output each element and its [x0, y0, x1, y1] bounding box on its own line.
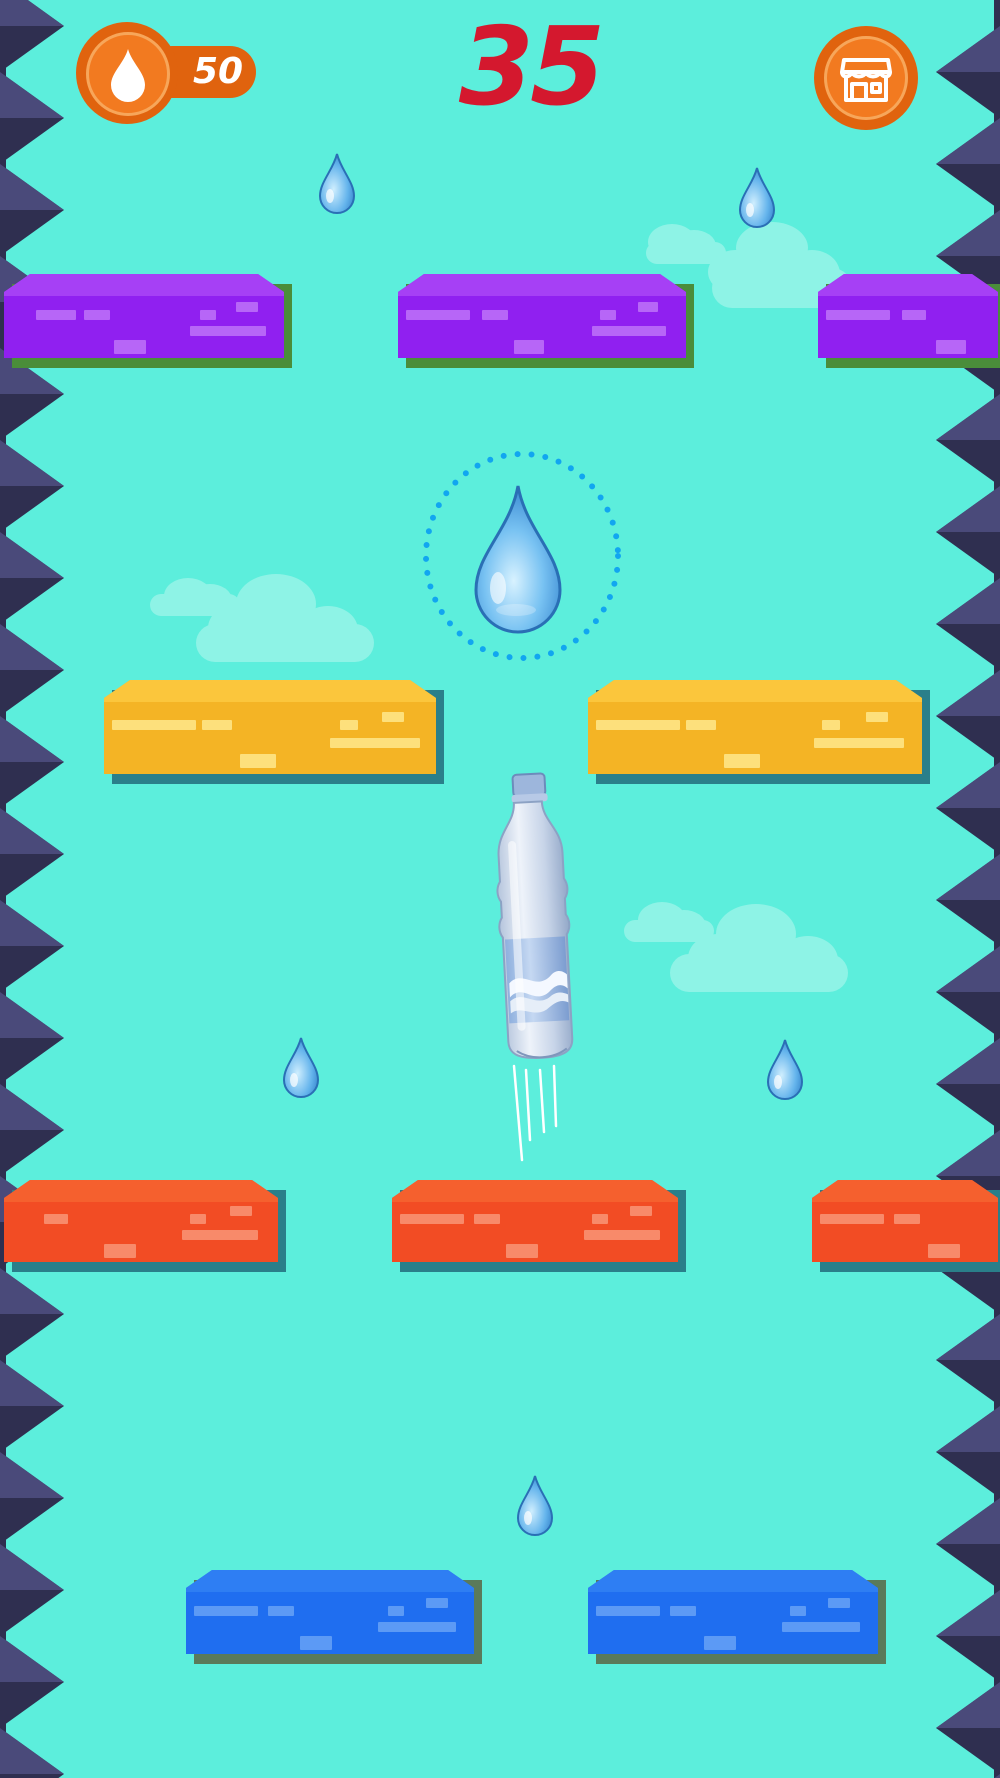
drop-counter-badge-inner	[86, 32, 170, 116]
spike-highlight	[0, 992, 64, 1038]
water-drop-icon	[111, 49, 145, 102]
spike-highlight	[936, 670, 1000, 716]
spike-highlight	[936, 1498, 1000, 1544]
drop-counter: 50	[76, 22, 260, 124]
spike-highlight	[936, 1314, 1000, 1360]
yellow-platform	[104, 680, 444, 784]
spike-highlight	[0, 1636, 64, 1682]
score: 35	[458, 5, 605, 130]
spike-highlight	[0, 900, 64, 946]
spike-highlight	[0, 440, 64, 486]
spike	[994, 1774, 1000, 1778]
cloud	[646, 222, 852, 308]
spike-highlight	[936, 394, 1000, 440]
red-platform	[812, 1180, 1000, 1272]
yellow-platform	[588, 680, 930, 784]
spike-highlight	[936, 946, 1000, 992]
right-spike-wall	[936, 0, 1000, 1778]
spike-highlight	[936, 1590, 1000, 1636]
spike-highlight	[936, 486, 1000, 532]
cloud	[150, 574, 374, 662]
spike-highlight	[0, 624, 64, 670]
spike-highlight	[0, 1268, 64, 1314]
red-platform	[392, 1180, 686, 1272]
spike-highlight	[936, 578, 1000, 624]
spike-highlight	[936, 1682, 1000, 1728]
spike-highlight	[0, 1728, 64, 1774]
blue-platform	[186, 1570, 482, 1664]
spike-highlight	[936, 26, 1000, 72]
water-drop-icon[interactable]	[764, 1038, 806, 1100]
bonus-water-drop-icon[interactable]	[420, 450, 624, 664]
spike-highlight	[0, 1544, 64, 1590]
spike-highlight	[0, 164, 64, 210]
spike-highlight	[0, 1452, 64, 1498]
water-bottle-player	[496, 772, 574, 1162]
red-platform	[4, 1180, 286, 1272]
left-spike-wall	[0, 0, 64, 1778]
water-drop-icon[interactable]	[736, 166, 778, 228]
drop-count: 50	[192, 51, 244, 92]
spike-highlight	[0, 72, 64, 118]
spike-highlight	[936, 762, 1000, 808]
store-icon	[840, 58, 892, 102]
cloud	[624, 902, 848, 992]
spike-highlight	[0, 532, 64, 578]
water-drop-icon[interactable]	[280, 1036, 322, 1098]
spike-highlight	[0, 1360, 64, 1406]
spike-highlight	[936, 854, 1000, 900]
blue-platform	[588, 1570, 886, 1664]
purple-platform	[818, 274, 1000, 368]
purple-platform	[398, 274, 694, 368]
water-drop-icon[interactable]	[514, 1474, 556, 1536]
spike-highlight	[936, 118, 1000, 164]
spike-highlight	[0, 0, 64, 26]
spike-highlight	[994, 1774, 1000, 1778]
shop-button[interactable]	[814, 26, 918, 130]
spike-highlight	[936, 1038, 1000, 1084]
spike-highlight	[936, 1130, 1000, 1176]
spike-highlight	[0, 808, 64, 854]
spike-highlight	[936, 210, 1000, 256]
water-drop-icon[interactable]	[316, 152, 358, 214]
spike-highlight	[936, 1406, 1000, 1452]
spike-highlight	[0, 1084, 64, 1130]
shop-button-face	[824, 36, 908, 120]
purple-platform	[4, 274, 292, 368]
spike-highlight	[0, 716, 64, 762]
